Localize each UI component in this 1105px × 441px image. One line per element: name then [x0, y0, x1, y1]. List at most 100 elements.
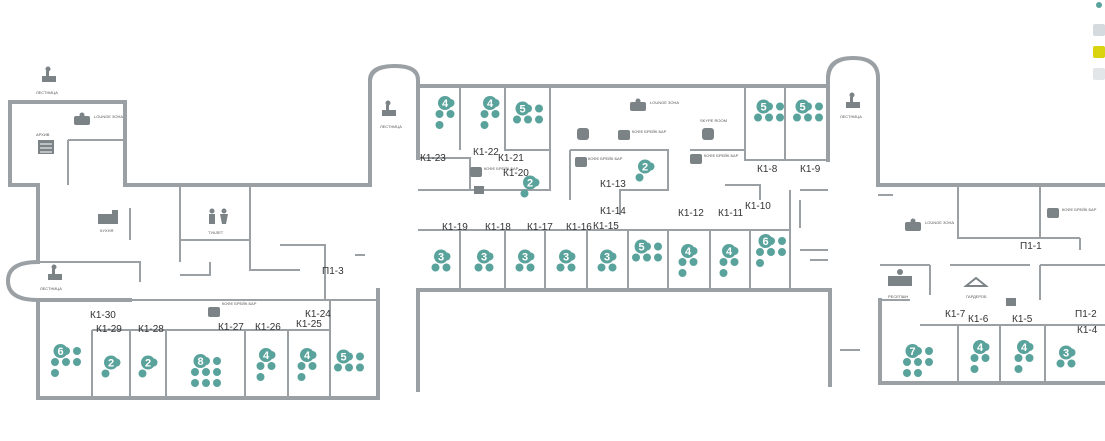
seat-count-k1-25: 4: [304, 350, 311, 362]
seat-dot: [442, 263, 451, 272]
seat-dot: [202, 379, 210, 387]
seat-dot: [1067, 359, 1076, 368]
seat-dot: [914, 369, 922, 377]
printer-icon: [1006, 298, 1016, 306]
seat-clusters: [51, 99, 1076, 387]
seat-count-k1-20: 2: [527, 178, 533, 190]
room-label-k1-23: К1-23: [420, 153, 446, 164]
seat-dot: [730, 258, 739, 266]
room-label-k1-9: К1-9: [800, 164, 821, 175]
seat-badge-bg: [523, 175, 537, 190]
seat-dot: [567, 263, 576, 272]
seat-dot: [535, 115, 543, 124]
room-label-k1-4: К1-4: [1077, 325, 1098, 336]
seat-cluster-k1-10[interactable]: [756, 237, 786, 267]
seat-dot: [914, 358, 922, 366]
seat-dot: [51, 358, 59, 366]
seat-dot: [480, 121, 489, 129]
seat-dot: [903, 358, 911, 366]
seat-badge-bg: [756, 99, 771, 114]
seat-dot: [678, 269, 687, 277]
seat-dot: [73, 358, 81, 366]
room-label-k1-30: К1-30: [90, 310, 116, 321]
seat-count-k1-27: 8: [197, 356, 203, 368]
legend-swatch-free: [1093, 24, 1105, 36]
coffee-icon: [575, 157, 587, 167]
seat-dot: [765, 113, 773, 122]
skype-icon: [577, 128, 589, 140]
seat-dot: [654, 253, 662, 262]
seat-dot: [756, 259, 764, 267]
stairs-label: ЛЕСТНИЦА: [40, 286, 62, 291]
room-label-k1-6: К1-6: [968, 314, 989, 325]
seat-dot: [520, 189, 529, 198]
seat-dot: [925, 358, 933, 366]
seat-badge-bg: [336, 349, 351, 364]
reception-label: РЕСЕПШН: [888, 294, 908, 299]
seat-dot: [101, 369, 110, 378]
seat-dot: [73, 347, 81, 355]
seat-count-k1-24: 5: [340, 352, 346, 364]
seat-dot: [643, 253, 651, 262]
lounge-icon: [905, 218, 921, 231]
reception-icon: [888, 269, 912, 286]
seat-dot: [191, 379, 199, 387]
coffee-icon: [690, 154, 702, 164]
seat-cluster-k1-27[interactable]: [191, 357, 221, 387]
seat-dot: [213, 379, 221, 387]
seat-badge-bg: [638, 159, 652, 174]
archive-icon: [38, 140, 54, 154]
room-label-k1-29: К1-29: [96, 324, 122, 335]
room-label-k1-14: К1-14: [600, 206, 626, 217]
stairs-label: ЛЕСТНИЦА: [36, 90, 58, 95]
seat-dot: [256, 373, 265, 381]
seat-badge-bg: [681, 244, 695, 258]
right-wing-walls: [876, 183, 1105, 385]
seat-dot: [1025, 354, 1034, 362]
seat-dot: [297, 373, 306, 381]
seat-badge-bg: [1017, 340, 1031, 354]
meeting-table-icon: [1055, 276, 1075, 300]
seat-badge-bg: [53, 344, 68, 358]
seat-badge-bg: [259, 348, 273, 362]
coffee-icon: [208, 307, 220, 317]
seat-badge-bg: [483, 96, 497, 110]
seat-dot: [754, 113, 762, 122]
room-label-k1-19: К1-19: [442, 222, 468, 233]
room-label-k1-26: К1-26: [255, 322, 281, 333]
stairs-icon: [48, 264, 62, 280]
legend-swatch-available: [1096, 2, 1102, 8]
coffee-label: КОФЕ БРЕЙК БАР: [632, 129, 667, 134]
room-labels: К1-30 К1-29 К1-28 К1-27 К1-26 К1-25 К1-2…: [90, 147, 1098, 336]
seat-count-k1-17: 3: [522, 252, 528, 264]
seat-cluster-k1-6[interactable]: [970, 343, 990, 373]
seat-dot: [524, 115, 532, 124]
stairs-label: ЛЕСТНИЦА: [840, 114, 862, 119]
seat-count-k1-21: 5: [519, 104, 525, 116]
seat-dot: [776, 102, 784, 111]
wardrobe-label: ГАРДЕРОБ: [966, 294, 987, 299]
room-label-k1-25: К1-25: [296, 319, 322, 330]
seat-badge-bg: [1059, 345, 1073, 360]
seat-badge-bg: [438, 96, 452, 110]
seat-dot: [925, 347, 933, 355]
seat-dot: [191, 368, 199, 376]
seat-dot: [202, 368, 210, 376]
room-label-k1-12: К1-12: [678, 208, 704, 219]
room-label-k1-22: К1-22: [473, 147, 499, 158]
seat-dot: [138, 369, 147, 378]
seat-dot: [213, 368, 221, 376]
coffee-icon: [1047, 208, 1059, 218]
seat-dot: [778, 237, 786, 245]
printer-icon: [474, 186, 484, 194]
legend: [1091, 0, 1105, 90]
coffee-label: КОФЕ БРЕЙК БАР: [222, 301, 257, 306]
seat-dot: [767, 248, 775, 256]
seat-dot: [51, 369, 59, 377]
room-label-k1-18: К1-18: [485, 222, 511, 233]
kitchen-label: КУХНЯ: [100, 228, 113, 233]
legend-swatch-reserved: [1093, 46, 1105, 58]
seat-dot: [526, 263, 535, 272]
seat-dot: [515, 263, 524, 272]
seat-count-k1-30: 6: [57, 346, 63, 358]
